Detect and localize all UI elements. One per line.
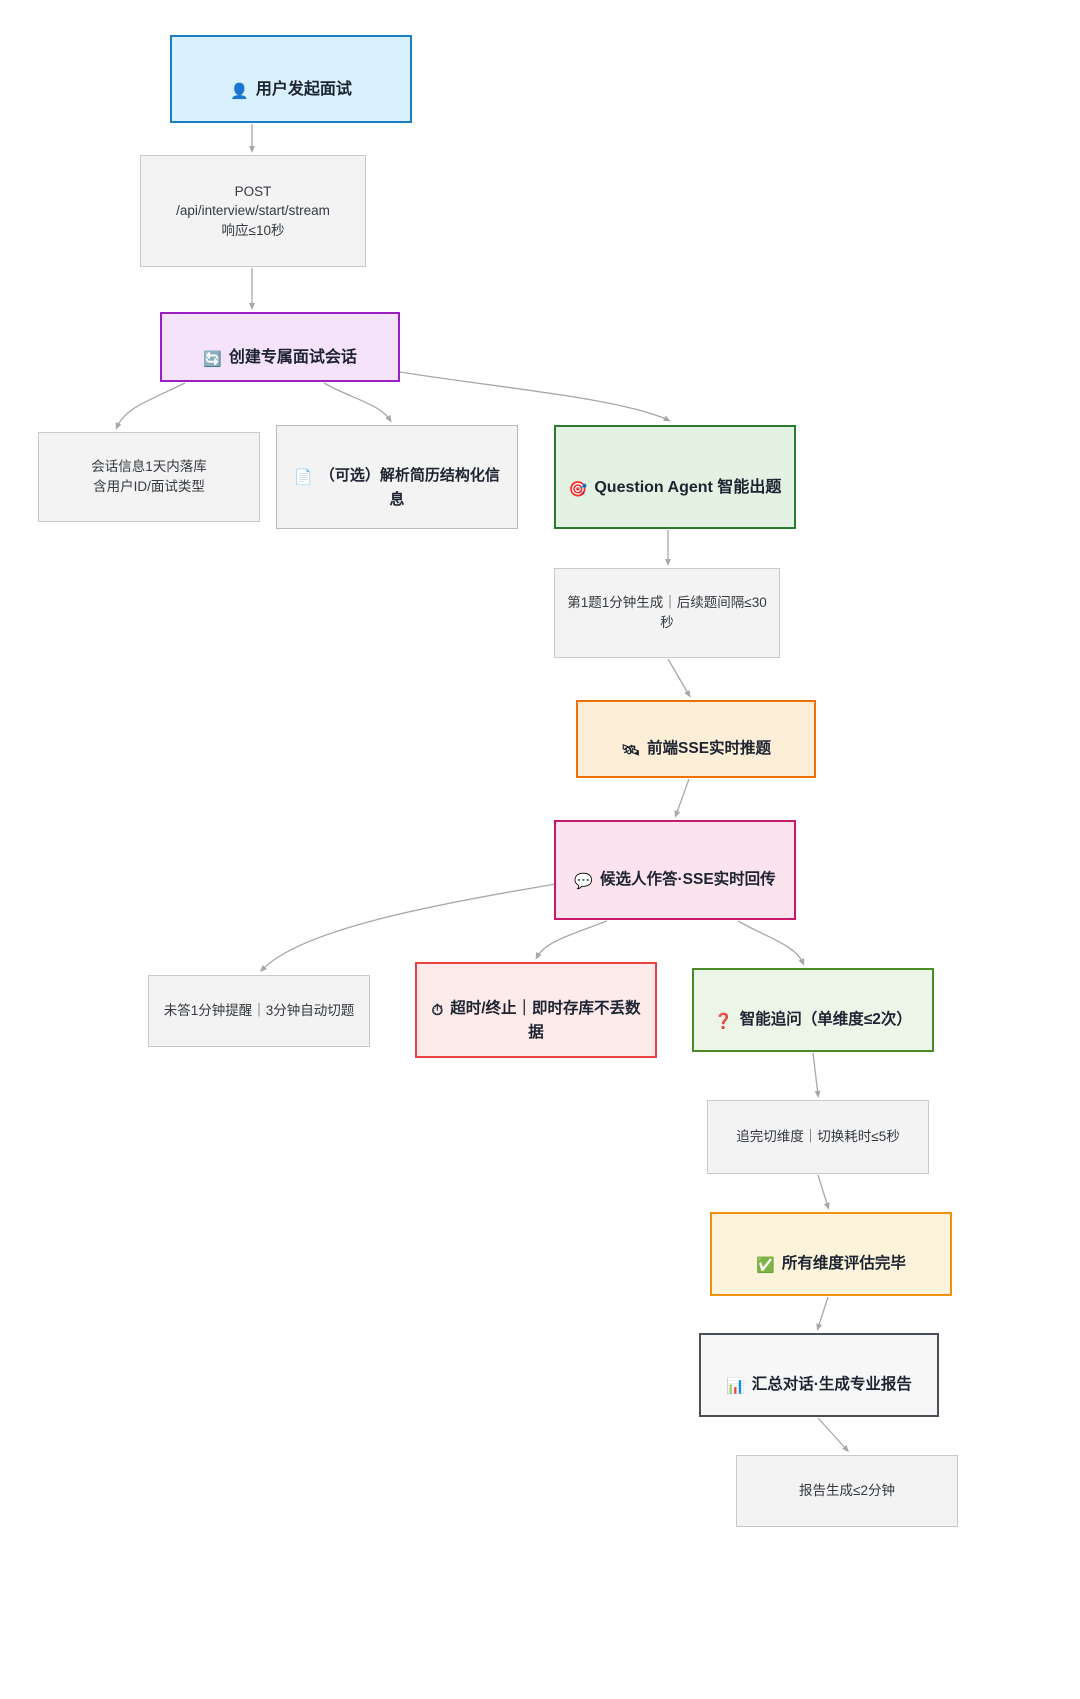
all-dimensions-evaluated[interactable]: ✅ 所有维度评估完毕 — [710, 1212, 952, 1296]
smart-followup[interactable]: ❓ 智能追问（单维度≤2次） — [692, 968, 934, 1052]
question-timing-note: 第1题1分钟生成｜后续题间隔≤30秒 — [554, 568, 780, 658]
target-icon: 🎯 — [568, 481, 588, 499]
node-label: Question Agent 智能出题 — [594, 479, 782, 497]
node-label: 候选人作答·SSE实时回传 — [600, 871, 776, 889]
edge-followup-to-note — [812, 1052, 821, 1098]
node-label: 用户发起面试 — [255, 81, 352, 99]
user-start-interview[interactable]: 👤 用户发起面试 — [170, 35, 412, 123]
edge-report-to-report-note — [817, 1417, 850, 1453]
candidate-answer-sse[interactable]: 💬 候选人作答·SSE实时回传 — [554, 820, 796, 920]
report-timing-note: 报告生成≤2分钟 — [736, 1455, 958, 1527]
edge-all-done-to-report — [816, 1296, 829, 1331]
summarize-generate-report[interactable]: 📊 汇总对话·生成专业报告 — [699, 1333, 939, 1417]
edge-answer-to-followup — [737, 920, 805, 966]
node-label: 超时/终止｜即时存库不丢数据 — [450, 1000, 641, 1041]
node-label: POST /api/interview/start/stream 响应≤10秒 — [176, 183, 330, 238]
node-label: 未答1分钟提醒｜3分钟自动切题 — [163, 1003, 355, 1019]
edge-agent-note-to-sse — [667, 658, 691, 698]
speech-bubble-icon: 💬 — [574, 873, 593, 891]
node-label: 智能追问（单维度≤2次） — [739, 1011, 912, 1029]
node-label: 汇总对话·生成专业报告 — [751, 1376, 912, 1394]
node-label: 创建专属面试会话 — [228, 349, 357, 367]
bar-chart-icon: 📊 — [726, 1378, 745, 1396]
node-label: （可选）解析简历结构化信息 — [319, 467, 500, 508]
dimension-switch-note: 追完切维度｜切换耗时≤5秒 — [707, 1100, 929, 1174]
frontend-sse-push[interactable]: 🛰 前端SSE实时推题 — [576, 700, 816, 778]
refresh-icon: 🔄 — [203, 351, 222, 369]
rocket-icon: 🛰 — [620, 742, 641, 760]
parse-resume-optional[interactable]: 📄 （可选）解析简历结构化信息 — [276, 425, 518, 529]
question-agent-generate[interactable]: 🎯 Question Agent 智能出题 — [554, 425, 796, 529]
timeout-terminate[interactable]: ⏱ 超时/终止｜即时存库不丢数据 — [415, 962, 657, 1058]
edge-answer-to-answer-note — [259, 883, 557, 973]
node-label: 追完切维度｜切换耗时≤5秒 — [736, 1129, 900, 1145]
edge-session-to-resume — [323, 382, 392, 423]
node-label: 前端SSE实时推题 — [647, 740, 772, 758]
document-icon: 📄 — [294, 469, 313, 487]
node-label: 第1题1分钟生成｜后续题间隔≤30秒 — [567, 595, 767, 630]
api-endpoint-note: POST /api/interview/start/stream 响应≤10秒 — [140, 155, 366, 267]
stopwatch-icon: ⏱ — [431, 1002, 444, 1020]
node-label: 会话信息1天内落库 含用户ID/面试类型 — [91, 459, 207, 494]
question-mark-icon: ❓ — [714, 1013, 733, 1031]
edge-sse-to-answer — [674, 778, 690, 818]
person-icon: 👤 — [230, 83, 249, 101]
edge-note-to-all-done — [817, 1174, 830, 1210]
edge-session-to-agent — [399, 371, 671, 422]
node-label: 报告生成≤2分钟 — [799, 1483, 895, 1499]
node-label: 所有维度评估完毕 — [781, 1255, 906, 1273]
edge-answer-to-timeout — [535, 920, 608, 960]
edge-session-to-session-note — [115, 382, 186, 430]
create-interview-session[interactable]: 🔄 创建专属面试会话 — [160, 312, 400, 382]
check-box-icon: ✅ — [756, 1257, 775, 1275]
answer-reminder-note: 未答1分钟提醒｜3分钟自动切题 — [148, 975, 370, 1047]
session-persistence-note: 会话信息1天内落库 含用户ID/面试类型 — [38, 432, 260, 522]
